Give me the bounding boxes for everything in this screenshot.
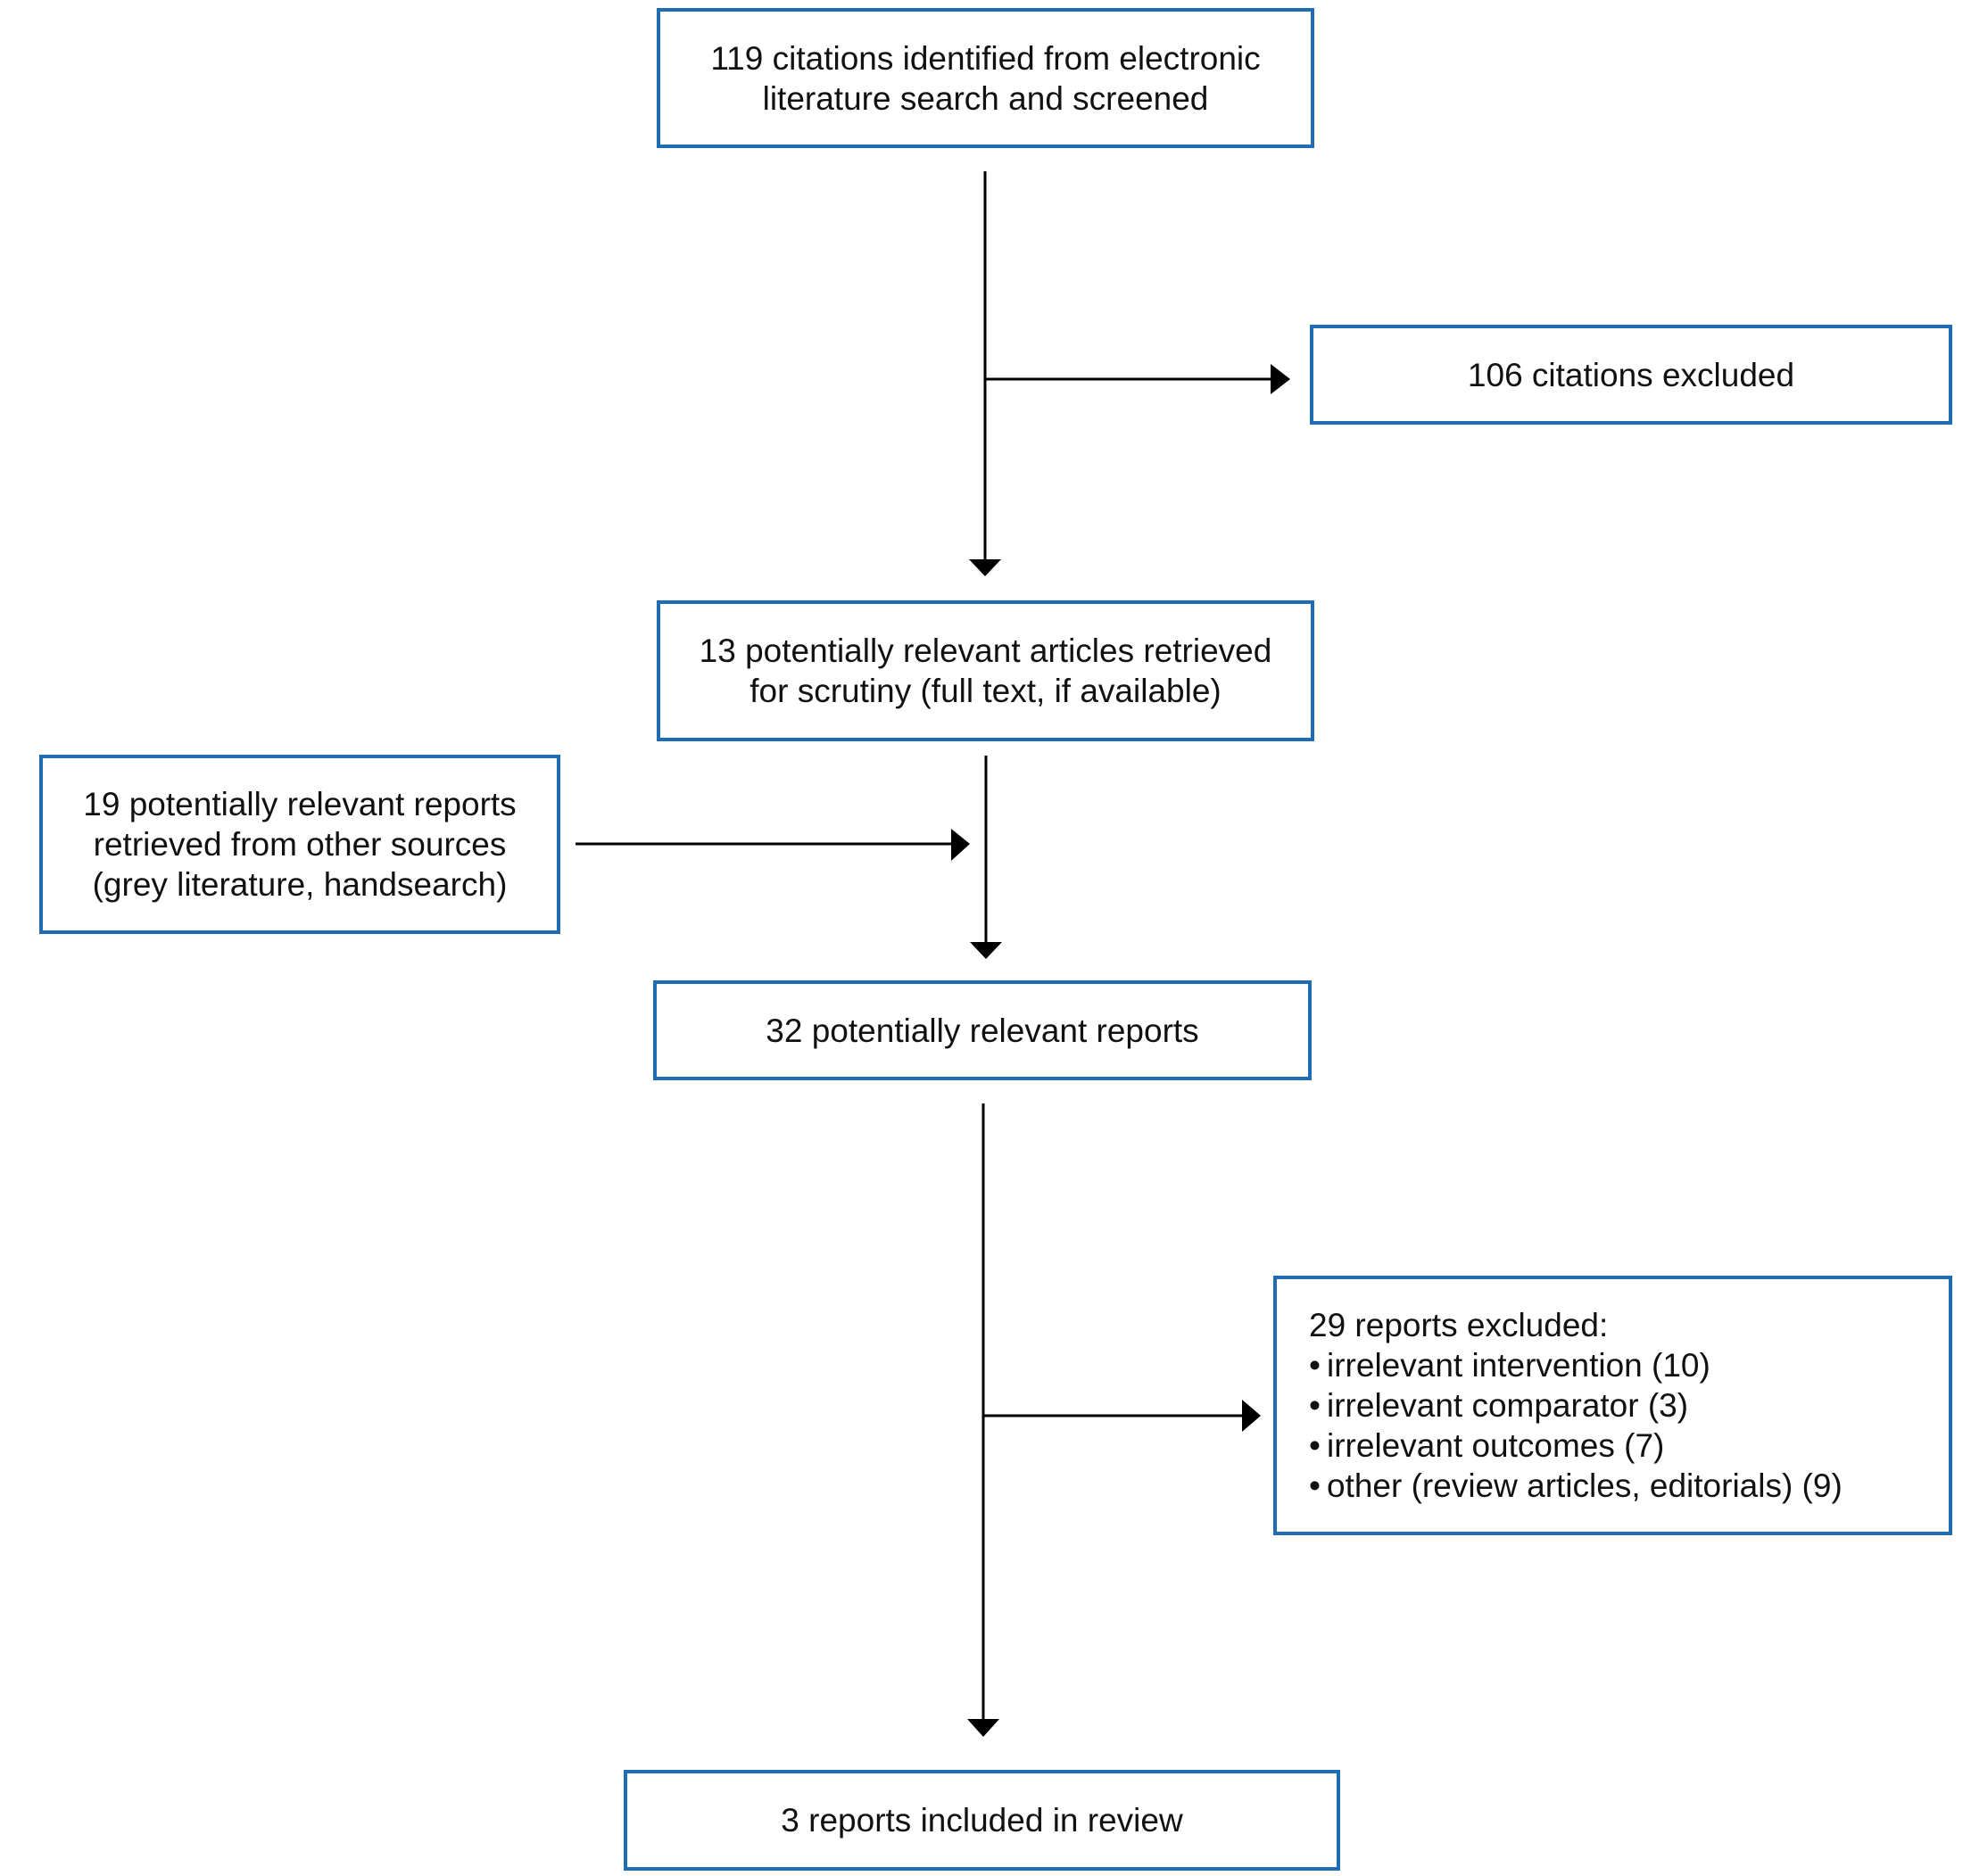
- retrieved-line-2: for scrutiny (full text, if available): [749, 673, 1222, 709]
- exclusion-reason-text: irrelevant outcomes (7): [1327, 1427, 1665, 1464]
- excluded-citations-text: 106 citations excluded: [1467, 356, 1795, 393]
- potentially-relevant-text: 32 potentially relevant reports: [766, 1012, 1199, 1049]
- potentially-relevant-box: 32 potentially relevant reports: [653, 980, 1312, 1080]
- arrowhead-included: [967, 1719, 999, 1737]
- arrowhead-other-sources: [951, 829, 970, 861]
- other-sources-line-3: (grey literature, handsearch): [92, 866, 508, 903]
- exclusion-reasons-list: •irrelevant intervention (10) •irrelevan…: [1309, 1345, 1843, 1506]
- exclusion-reason: •irrelevant intervention (10): [1309, 1345, 1843, 1385]
- included-text: 3 reports included in review: [781, 1802, 1183, 1839]
- exclusion-reason: •other (review articles, editorials) (9): [1309, 1466, 1843, 1506]
- exclusion-reason-text: irrelevant intervention (10): [1327, 1347, 1710, 1384]
- identified-line-1: 119 citations identified from electronic: [710, 39, 1261, 77]
- bullet-icon: •: [1309, 1467, 1321, 1504]
- bullet-icon: •: [1309, 1427, 1321, 1464]
- exclusion-reason: •irrelevant comparator (3): [1309, 1385, 1843, 1426]
- excluded-reports-box: 29 reports excluded: •irrelevant interve…: [1273, 1276, 1952, 1535]
- other-sources-box: 19 potentially relevant reports retrieve…: [39, 755, 560, 934]
- other-sources-line-2: retrieved from other sources: [93, 826, 507, 863]
- included-reports-box: 3 reports included in review: [624, 1770, 1340, 1871]
- exclusion-reason-text: other (review articles, editorials) (9): [1327, 1467, 1843, 1504]
- retrieved-line-1: 13 potentially relevant articles retriev…: [699, 632, 1272, 669]
- bullet-icon: •: [1309, 1347, 1321, 1384]
- arrowhead-potentially-relevant: [970, 942, 1002, 959]
- identified-line-2: literature search and screened: [762, 79, 1209, 117]
- excluded-citations-box: 106 citations excluded: [1310, 325, 1952, 425]
- exclusion-reason-text: irrelevant comparator (3): [1327, 1387, 1689, 1424]
- arrowhead-excluded-citations: [1271, 364, 1290, 394]
- bullet-icon: •: [1309, 1387, 1321, 1424]
- other-sources-line-1: 19 potentially relevant reports: [83, 786, 517, 822]
- identified-citations-box: 119 citations identified from electronic…: [657, 8, 1314, 148]
- arrowhead-excluded-reports: [1242, 1400, 1261, 1432]
- retrieved-articles-box: 13 potentially relevant articles retriev…: [657, 600, 1314, 741]
- arrowhead-retrieved: [969, 559, 1001, 576]
- exclusion-reason: •irrelevant outcomes (7): [1309, 1426, 1843, 1466]
- excluded-reports-heading: 29 reports excluded:: [1309, 1307, 1609, 1343]
